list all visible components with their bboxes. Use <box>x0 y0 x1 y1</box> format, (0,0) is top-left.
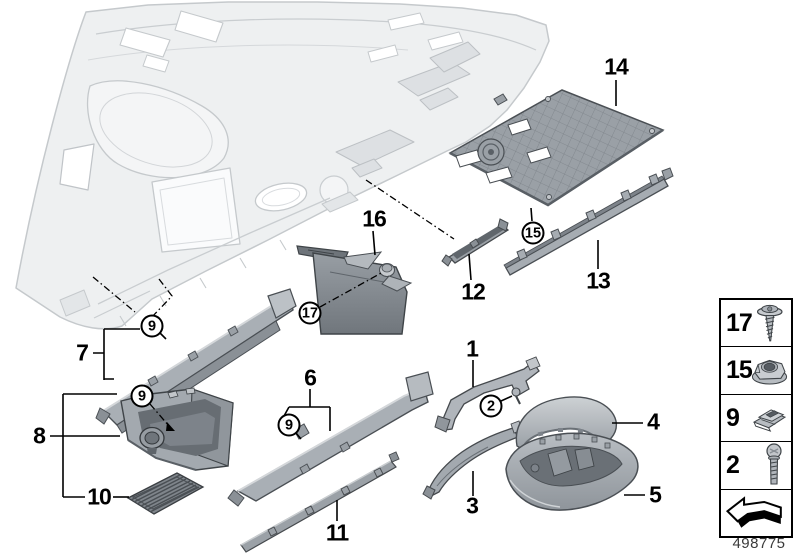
callout-label-1-9[interactable]: 1 <box>466 335 479 362</box>
legend-number-9[interactable]: 9 <box>726 403 740 432</box>
legend-number-2[interactable]: 2 <box>726 450 740 479</box>
callout-label-14-0[interactable]: 14 <box>604 53 629 80</box>
circled-callout-15-3[interactable]: 15 <box>521 221 545 245</box>
part-16-footwell-trim <box>296 245 413 335</box>
part-6-trim-strip <box>227 371 434 507</box>
legend-number-17[interactable]: 17 <box>726 308 753 337</box>
circled-callout-2-5[interactable]: 2 <box>479 394 503 418</box>
circled-callout-9-1[interactable]: 9 <box>130 384 154 408</box>
circled-callout-9-0[interactable]: 9 <box>140 314 164 338</box>
part-5-column-lower-shell <box>505 432 639 511</box>
callout-label-13-3[interactable]: 13 <box>586 267 611 294</box>
direction-arrow-icon <box>725 496 782 528</box>
callout-label-12-2[interactable]: 12 <box>461 278 486 305</box>
part-13-mounting-rail <box>503 167 674 276</box>
legend-row-2: 2 <box>721 442 791 490</box>
callout-label-10-6[interactable]: 10 <box>87 483 112 510</box>
circled-callout-17-4[interactable]: 17 <box>298 301 322 325</box>
callout-label-8-5[interactable]: 8 <box>33 422 46 449</box>
flange-nut-icon <box>751 359 788 385</box>
callout-label-3-10[interactable]: 3 <box>466 492 479 519</box>
legend-row-17: 17 <box>721 300 791 348</box>
mounting-reference-lines <box>92 179 455 427</box>
callout-label-16-1[interactable]: 16 <box>362 205 387 232</box>
legend-row-15: 15 <box>721 347 791 395</box>
leader-lines <box>50 80 645 521</box>
clip-nut-icon <box>752 409 787 432</box>
doc-number: 498775 <box>732 535 786 552</box>
legend-row-9: 9 <box>721 395 791 443</box>
callout-label-4-11[interactable]: 4 <box>647 408 660 435</box>
callout-label-5-12[interactable]: 5 <box>649 481 662 508</box>
callout-label-6-7[interactable]: 6 <box>304 364 317 391</box>
part-8-storage-compartment <box>120 387 234 471</box>
legend-row-arrow <box>721 490 791 536</box>
part-14-underdash-panel <box>448 89 665 207</box>
part-11-sill-strip <box>240 451 400 553</box>
part-10-rubber-mat <box>126 472 205 515</box>
callout-label-11-8[interactable]: 11 <box>325 519 349 546</box>
callout-label-7-4[interactable]: 7 <box>76 339 89 366</box>
dashboard-art <box>15 1 550 330</box>
leader-arrowhead <box>166 422 175 431</box>
machine-screw-icon <box>766 443 782 485</box>
part-12-bracket <box>441 218 510 267</box>
part-1-retaining-frame <box>434 356 541 433</box>
fastener-legend: 17 15 9 <box>719 298 793 538</box>
circled-callout-9-2[interactable]: 9 <box>277 413 301 437</box>
legend-number-15[interactable]: 15 <box>726 356 753 385</box>
tapping-screw-icon <box>757 305 784 342</box>
